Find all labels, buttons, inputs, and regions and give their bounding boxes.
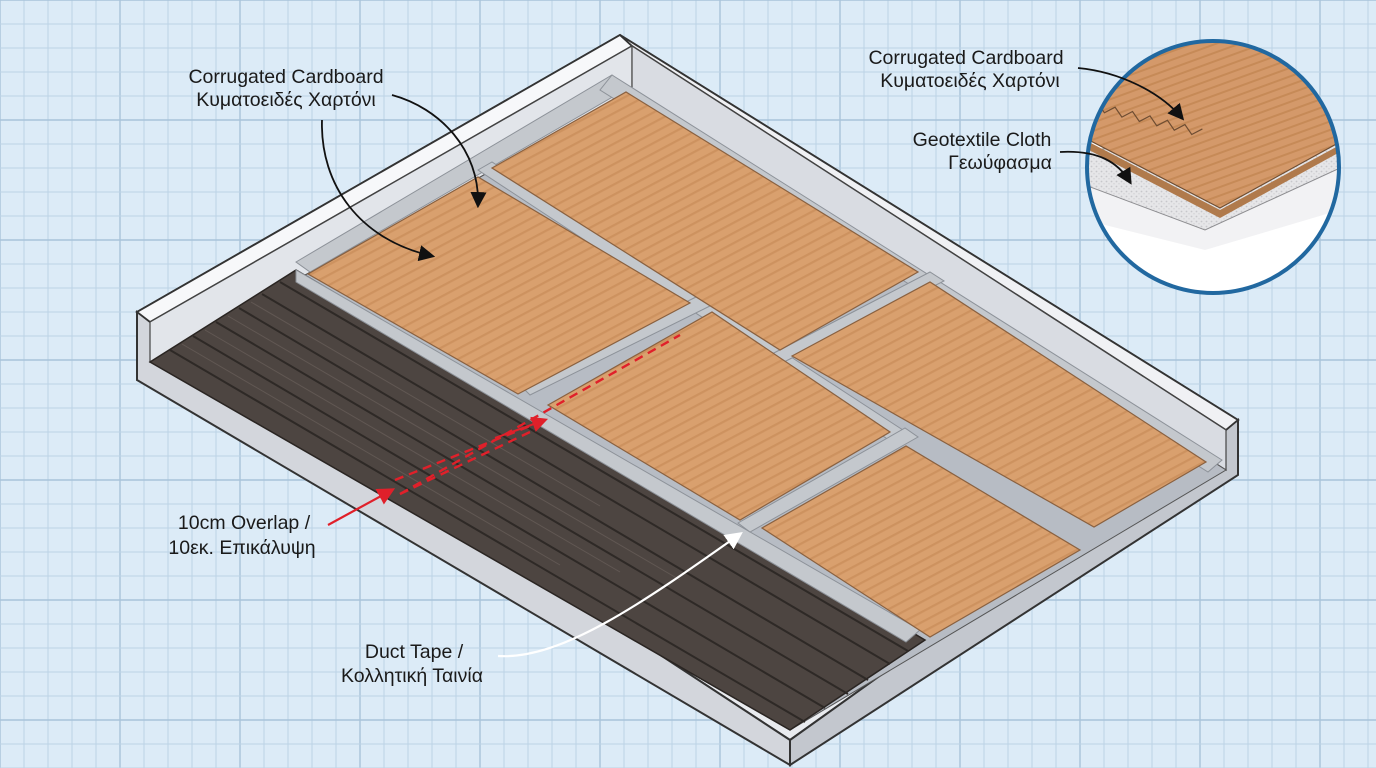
cardboard-panel-4 xyxy=(790,281,1208,528)
overlap-label-line1: 10cm Overlap / xyxy=(178,512,311,534)
cardboard-panel-1 xyxy=(306,176,692,395)
cardboard-panel-2 xyxy=(490,91,920,351)
cardboard-main-label-en: Corrugated Cardboard xyxy=(188,66,383,88)
cardboard-inset-label-en: Corrugated Cardboard xyxy=(868,47,1063,69)
overlap-arrow xyxy=(327,488,396,526)
geotextile-label-el: Γεωύφασμα xyxy=(948,152,1052,174)
overlap-dash-marker xyxy=(394,333,681,496)
cardboard-panel-5 xyxy=(760,445,1082,638)
cardboard-inset-label-el: Κυματοειδές Χαρτόνι xyxy=(880,70,1060,92)
geotextile-label-en: Geotextile Cloth xyxy=(913,129,1052,151)
duct-tape-arrow xyxy=(497,531,743,658)
cardboard-main-label-el: Κυματοειδές Χαρτόνι xyxy=(196,89,376,111)
overlap-arrow-inner xyxy=(494,416,549,439)
overlap-label-line2: 10εκ. Επικάλυψη xyxy=(168,537,315,559)
pointer-arrow-icon xyxy=(321,67,1185,262)
cardboard-panel-3 xyxy=(546,311,892,521)
duct-tape-label-line2: Κολλητική Ταινία xyxy=(341,665,483,687)
cardboard-panels xyxy=(306,91,1208,638)
dark-floor-boards xyxy=(148,269,927,731)
perimeter-wall xyxy=(135,33,1240,472)
duct-tape-label-line1: Duct Tape / xyxy=(365,641,464,663)
magnified-layer-callout-icon xyxy=(1085,39,1341,295)
